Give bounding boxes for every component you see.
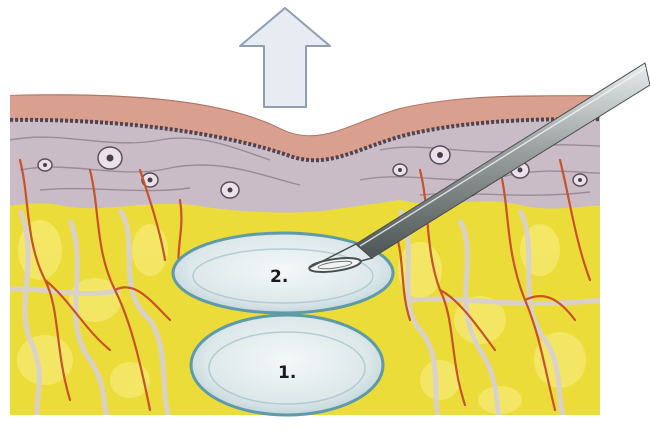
upward-arrow-icon — [240, 8, 330, 107]
bleb-lower-label: 1. — [278, 363, 296, 383]
bleb-lower: 1. — [191, 315, 383, 415]
bleb-upper-label: 2. — [270, 267, 288, 287]
